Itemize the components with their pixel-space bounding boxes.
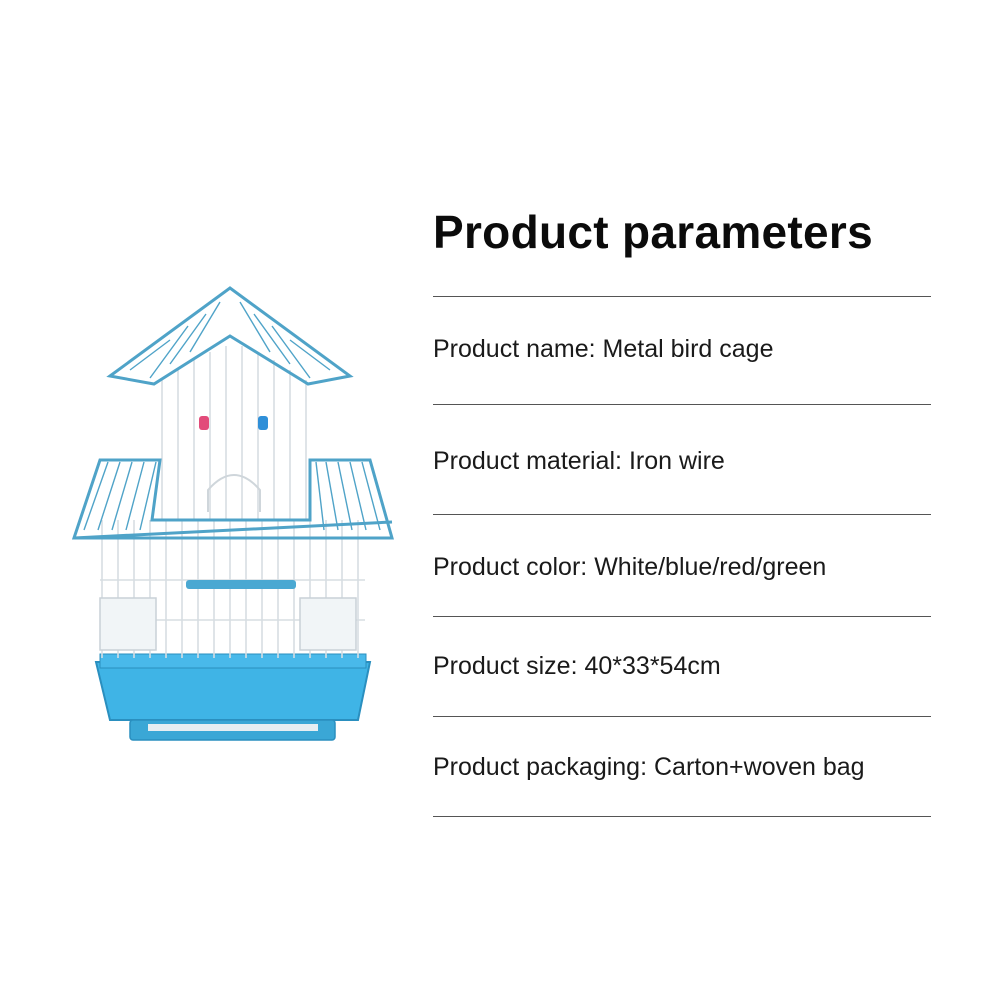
product-name-row: Product name: Metal bird cage [433, 335, 774, 363]
param-value: Carton+woven bag [654, 753, 865, 781]
divider [433, 816, 931, 817]
divider [433, 296, 931, 297]
divider [433, 716, 931, 717]
param-label: Product material [433, 447, 616, 475]
param-value: White/blue/red/green [594, 553, 827, 581]
param-value: Iron wire [628, 447, 725, 475]
page-title: Product parameters [433, 206, 873, 258]
param-label: Product packaging [433, 753, 641, 781]
divider [433, 616, 931, 617]
product-size-row: Product size: 40*33*54cm [433, 652, 721, 680]
param-label: Product name [433, 335, 589, 363]
divider [433, 404, 931, 405]
product-color-row: Product color: White/blue/red/green [433, 553, 827, 581]
param-label: Product color [433, 553, 581, 581]
param-label: Product size [433, 652, 571, 680]
param-value: 40*33*54cm [584, 652, 721, 680]
product-packaging-row: Product packaging: Carton+woven bag [433, 753, 865, 781]
divider [433, 514, 931, 515]
product-material-row: Product material: Iron wire [433, 447, 725, 475]
bird-cage-image [71, 286, 394, 741]
param-value: Metal bird cage [602, 335, 774, 363]
